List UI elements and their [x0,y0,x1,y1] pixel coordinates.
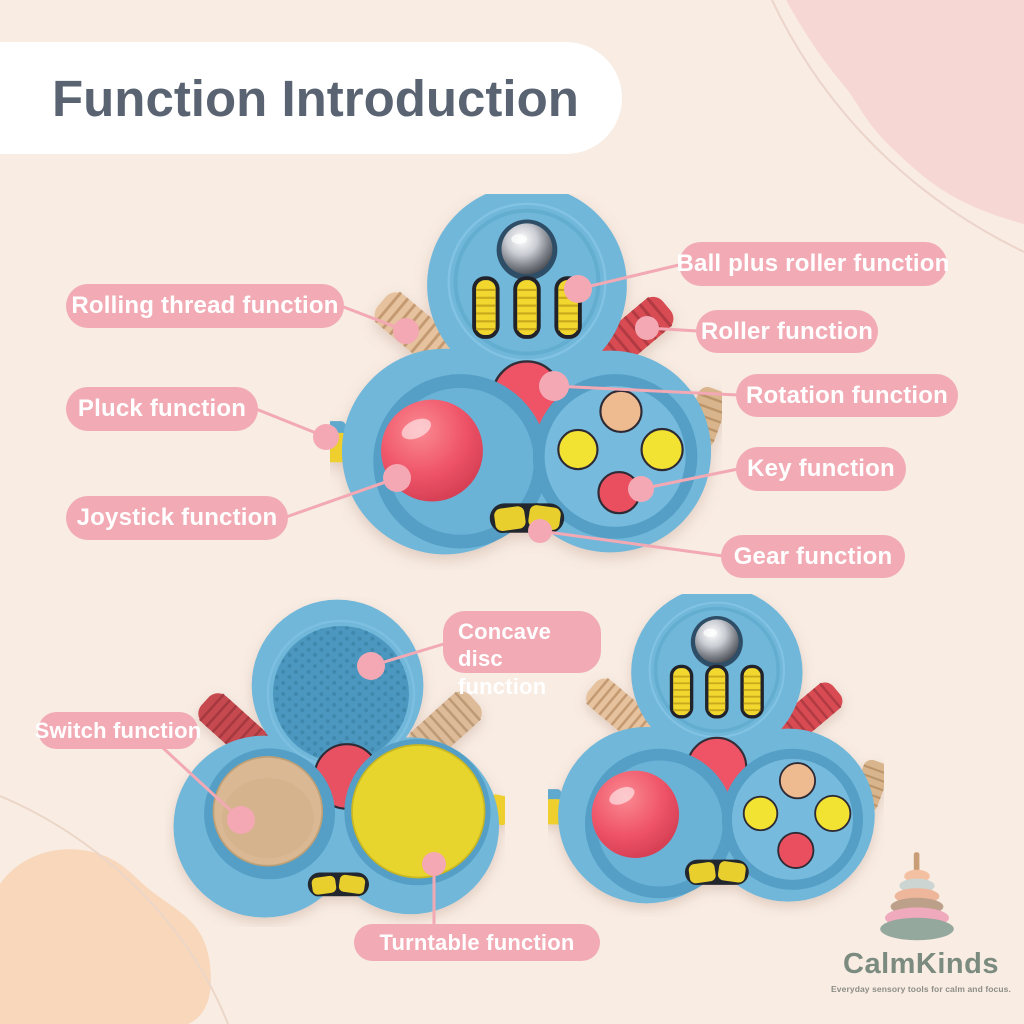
callout-dot-concave-disc [357,652,385,680]
title-banner: Function Introduction [0,42,622,154]
callout-line-gear [539,529,724,558]
fidget-pad-front-view-illustration [330,194,722,555]
callout-dot-gear [528,519,552,543]
stacking-rings-logo-icon [880,852,954,941]
pink-corner-blob [786,0,1024,224]
callout-dot-switch [227,806,255,834]
label-gear-function: Gear function [721,535,905,578]
callout-line-switch [160,745,243,822]
callout-lines [160,262,739,925]
decorative-arc-bottom-left [0,795,229,1024]
label-ball-plus-roller-function: Ball plus roller function [676,242,949,286]
callout-line-ball-plus-roller [577,262,684,291]
label-roller-function: Roller function [696,310,878,353]
callout-dot-turntable [422,852,446,876]
label-switch-function: Switch function [35,712,201,749]
callout-dot-roller [635,316,659,340]
callout-line-joystick [285,476,398,519]
label-concave-disc-function: Concave disc function [443,611,601,699]
label-rolling-thread-function: Rolling thread function [66,284,344,328]
gear-slot-back [307,872,369,897]
decorative-arc-top-right [771,0,1024,253]
callout-dot-ball-plus-roller [564,275,592,303]
switch-disc-part [204,748,335,880]
label-joystick-function: Joystick function [66,496,288,540]
turntable-disc-part [344,739,491,886]
callout-dot-joystick [383,464,411,492]
callout-dots [227,275,659,876]
metal-ball [496,219,558,281]
joystick-pad [373,374,548,549]
key-button-pad [532,374,698,539]
callout-dot-key [628,476,654,502]
label-key-function: Key function [736,447,906,491]
label-pluck-function: Pluck function [66,387,258,431]
callout-line-rotation [553,384,739,397]
callout-dot-rolling-thread [393,318,419,344]
brand-name: CalmKinds [843,948,999,980]
page-title: Function Introduction [52,69,579,127]
callout-dot-pluck [313,424,339,450]
callout-dot-rotation [539,371,569,401]
label-turntable-function: Turntable function [354,924,600,961]
label-rotation-function: Rotation function [736,374,958,417]
callout-line-key [640,467,739,491]
peach-corner-blob [0,849,211,1024]
brand-tagline: Everyday sensory tools for calm and focu… [831,984,1011,994]
